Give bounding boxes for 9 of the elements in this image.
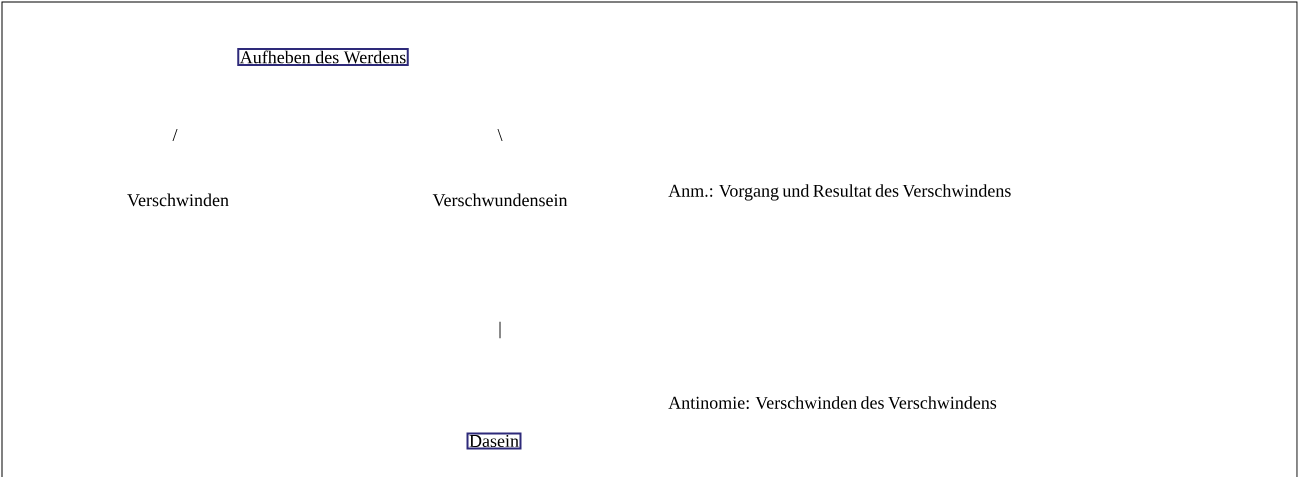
tree-sign: | — [499, 321, 501, 339]
tree-sign: \ — [497, 128, 503, 141]
framed-term: Aufheben des Werdens — [237, 48, 409, 66]
tree-sign: / — [172, 128, 178, 141]
term: Verschwinden — [127, 193, 229, 207]
term: Verschwundensein — [432, 193, 568, 207]
framed-term: Dasein — [466, 432, 522, 450]
note-text: Antinomie: Verschwinden des Verschwindens — [668, 396, 997, 409]
note-text: Anm.: Vorgang und Resultat des Verschwindens — [668, 184, 1011, 201]
